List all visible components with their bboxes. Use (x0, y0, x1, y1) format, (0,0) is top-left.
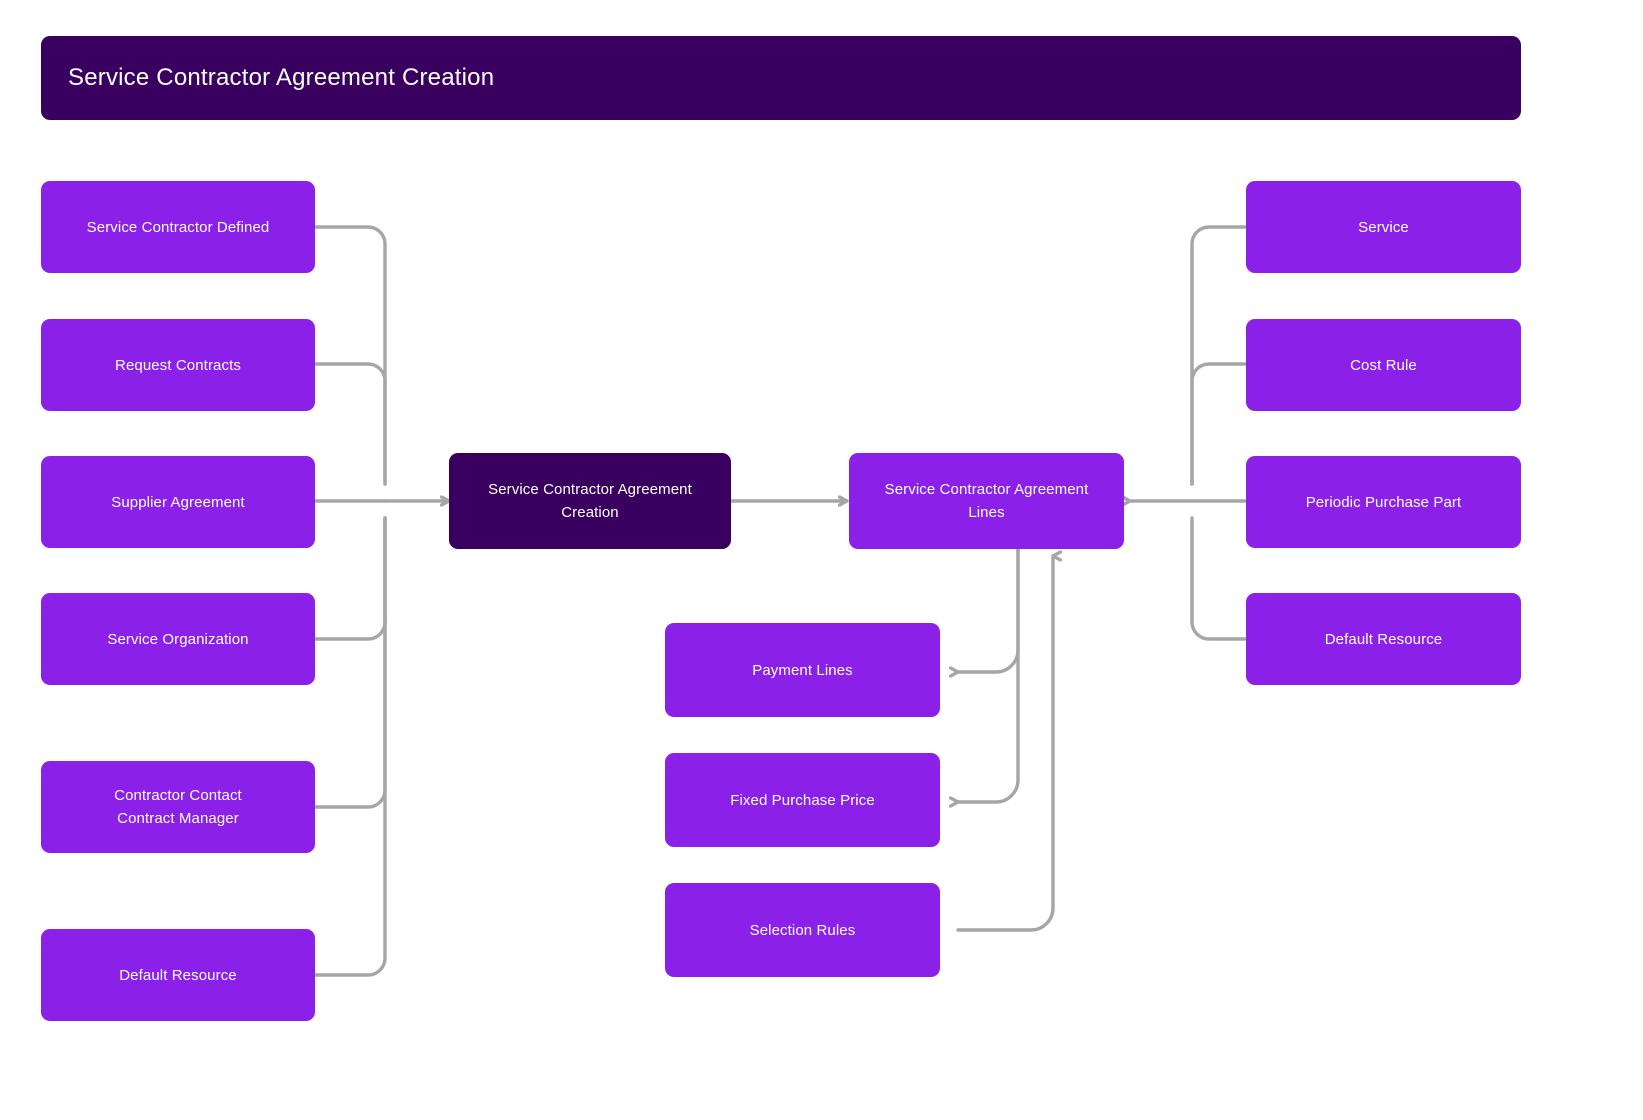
page-title-bar: Service Contractor Agreement Creation (41, 36, 1521, 120)
node-supplier-agreement[interactable]: Supplier Agreement (41, 456, 315, 548)
edge-default-resource-left (313, 516, 387, 977)
node-payment-lines[interactable]: Payment Lines (665, 623, 940, 717)
edge-service-organization (313, 516, 387, 641)
node-periodic-purchase-part[interactable]: Periodic Purchase Part (1246, 456, 1521, 548)
page-title: Service Contractor Agreement Creation (68, 64, 495, 91)
node-label: Service Contractor Agreement Lines (884, 481, 1089, 521)
node-label: Fixed Purchase Price (730, 791, 875, 809)
edge-request-contracts (313, 362, 387, 486)
node-cost-rule[interactable]: Cost Rule (1246, 319, 1521, 411)
edge-default-resource-right (1190, 516, 1247, 641)
node-label: Default Resource (1324, 630, 1443, 648)
node-service-contractor-agreement-creation[interactable]: Service Contractor Agreement Creation (449, 453, 731, 549)
node-label: Periodic Purchase Part (1305, 493, 1462, 511)
node-label: Supplier Agreement (111, 493, 245, 511)
node-service-organization[interactable]: Service Organization (41, 593, 315, 685)
edge-lines-to-fixed-purchase-price (958, 546, 1020, 802)
edge-contractor-contact (313, 516, 387, 809)
node-label: Request Contracts (115, 356, 241, 374)
node-label: Contractor Contact Contract Manager (114, 787, 242, 827)
node-label: Selection Rules (749, 921, 856, 939)
edge-lines-to-payment-lines (958, 546, 1020, 672)
node-default-resource-right[interactable]: Default Resource (1246, 593, 1521, 685)
node-request-contracts[interactable]: Request Contracts (41, 319, 315, 411)
node-label: Service (1358, 218, 1409, 236)
node-label: Cost Rule (1350, 356, 1417, 374)
node-default-resource-left[interactable]: Default Resource (41, 929, 315, 1021)
node-label: Service Contractor Agreement Creation (488, 481, 692, 521)
edge-selection-rules-to-lines (956, 556, 1053, 932)
edge-service (1190, 225, 1247, 486)
node-label: Service Organization (107, 630, 249, 648)
node-fixed-purchase-price[interactable]: Fixed Purchase Price (665, 753, 940, 847)
node-label: Default Resource (119, 966, 237, 984)
node-service-contractor-defined[interactable]: Service Contractor Defined (41, 181, 315, 273)
edge-service-contractor-defined (313, 225, 387, 486)
node-selection-rules[interactable]: Selection Rules (665, 883, 940, 977)
node-service-contractor-agreement-lines[interactable]: Service Contractor Agreement Lines (849, 453, 1124, 549)
node-label: Service Contractor Defined (86, 218, 270, 236)
node-contractor-contact-contract-manager[interactable]: Contractor Contact Contract Manager (41, 761, 315, 853)
node-service[interactable]: Service (1246, 181, 1521, 273)
node-label: Payment Lines (752, 661, 853, 679)
edge-cost-rule (1190, 362, 1247, 486)
